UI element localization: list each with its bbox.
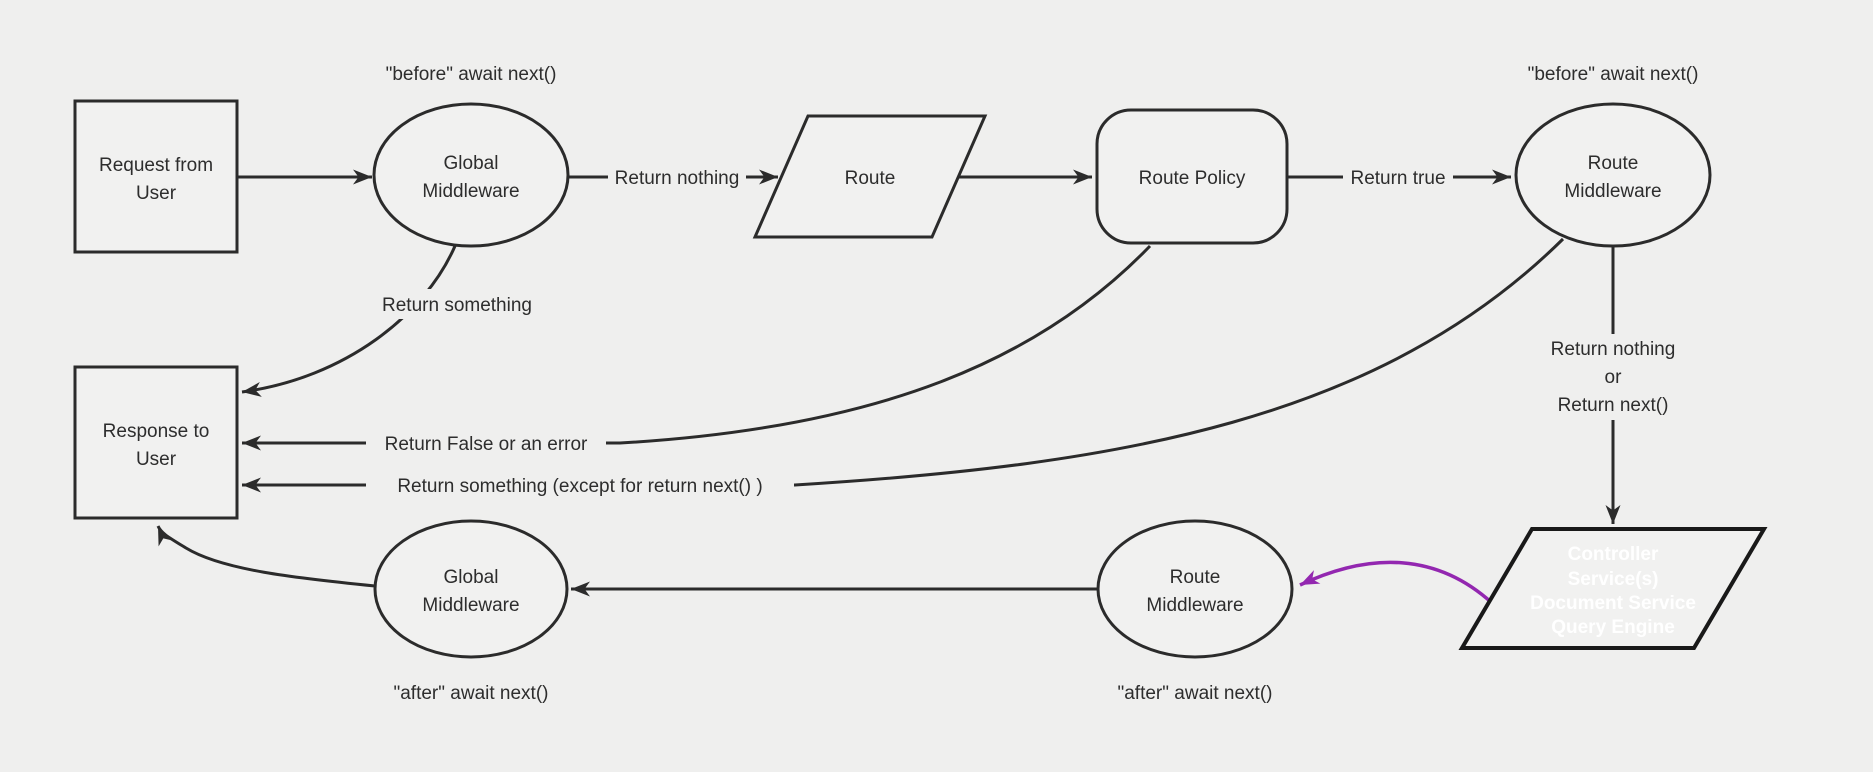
edge-route-middleware-to-response	[242, 237, 1565, 493]
annotation-after-await-right: "after" await next()	[1118, 683, 1273, 704]
edge-global-middleware-to-response-bottom	[156, 525, 376, 588]
label-bg-return-false	[366, 428, 606, 458]
global-middleware-bottom-line2: Middleware	[422, 595, 519, 616]
node-request-from-user: Request from User	[73, 99, 239, 254]
edge-label-return-true: Return true	[1350, 168, 1445, 189]
node-route: Route	[752, 114, 988, 239]
route-middleware-top-ellipse	[1514, 102, 1712, 248]
edge-controller-to-route-middleware	[1299, 560, 1494, 605]
request-label-line1: Request from	[99, 155, 213, 176]
edge-label-return-nothing-or-line1: Return nothing	[1551, 339, 1676, 360]
route-middleware-bottom-line2: Middleware	[1146, 595, 1243, 616]
node-global-middleware-top: Global Middleware	[372, 102, 570, 248]
request-box	[73, 99, 239, 254]
global-middleware-bottom-ellipse	[373, 519, 569, 659]
label-bg-return-something-except	[366, 470, 794, 500]
route-middleware-bottom-line1: Route	[1170, 567, 1221, 588]
node-route-middleware-bottom: Route Middleware	[1096, 519, 1294, 659]
global-middleware-top-line2: Middleware	[422, 181, 519, 202]
label-bg-return-nothing-or	[1528, 334, 1698, 420]
edge-label-return-something-except: Return something (except for return next…	[397, 476, 762, 497]
node-controller-services: Controller Service(s) Document Service Q…	[1458, 527, 1768, 650]
route-policy-box	[1095, 108, 1289, 245]
label-bg-return-nothing	[608, 162, 746, 192]
label-bg-return-true	[1343, 162, 1453, 192]
node-route-middleware-top: Route Middleware	[1514, 102, 1712, 248]
edge-label-return-nothing-or-line3: Return next()	[1558, 395, 1669, 416]
route-middleware-top-line2: Middleware	[1564, 181, 1661, 202]
annotation-after-await-left: "after" await next()	[394, 683, 549, 704]
edge-label-return-nothing: Return nothing	[615, 168, 740, 189]
route-policy-label: Route Policy	[1139, 168, 1246, 189]
annotation-before-await-left: "before" await next()	[386, 64, 557, 85]
edge-label-return-something: Return something	[382, 295, 532, 316]
controller-line1: Controller	[1568, 544, 1659, 565]
route-middleware-top-line1: Route	[1588, 153, 1639, 174]
edge-label-return-nothing-or-line2: or	[1605, 367, 1623, 388]
node-global-middleware-bottom: Global Middleware	[373, 519, 569, 659]
request-label-line2: User	[136, 183, 177, 204]
controller-line4: Query Engine	[1551, 617, 1675, 638]
global-middleware-bottom-line1: Global	[444, 567, 499, 588]
controller-parallelogram	[1458, 527, 1768, 650]
controller-line3: Document Service	[1530, 593, 1696, 614]
annotation-before-await-right: "before" await next()	[1528, 64, 1699, 85]
node-route-policy: Route Policy	[1095, 108, 1289, 245]
route-middleware-bottom-ellipse	[1096, 519, 1294, 659]
response-label-line2: User	[136, 449, 177, 470]
edge-global-middleware-to-response	[241, 245, 457, 397]
route-label: Route	[845, 168, 896, 189]
global-middleware-top-ellipse	[372, 102, 570, 248]
route-parallelogram	[752, 114, 988, 239]
response-box	[73, 365, 239, 520]
global-middleware-top-line1: Global	[444, 153, 499, 174]
label-bg-return-something	[376, 289, 538, 319]
controller-line2: Service(s)	[1568, 569, 1659, 590]
response-label-line1: Response to	[103, 421, 210, 442]
node-response-to-user: Response to User	[73, 365, 239, 520]
edge-label-return-false: Return False or an error	[385, 434, 588, 455]
edge-route-policy-to-response	[242, 244, 1152, 451]
